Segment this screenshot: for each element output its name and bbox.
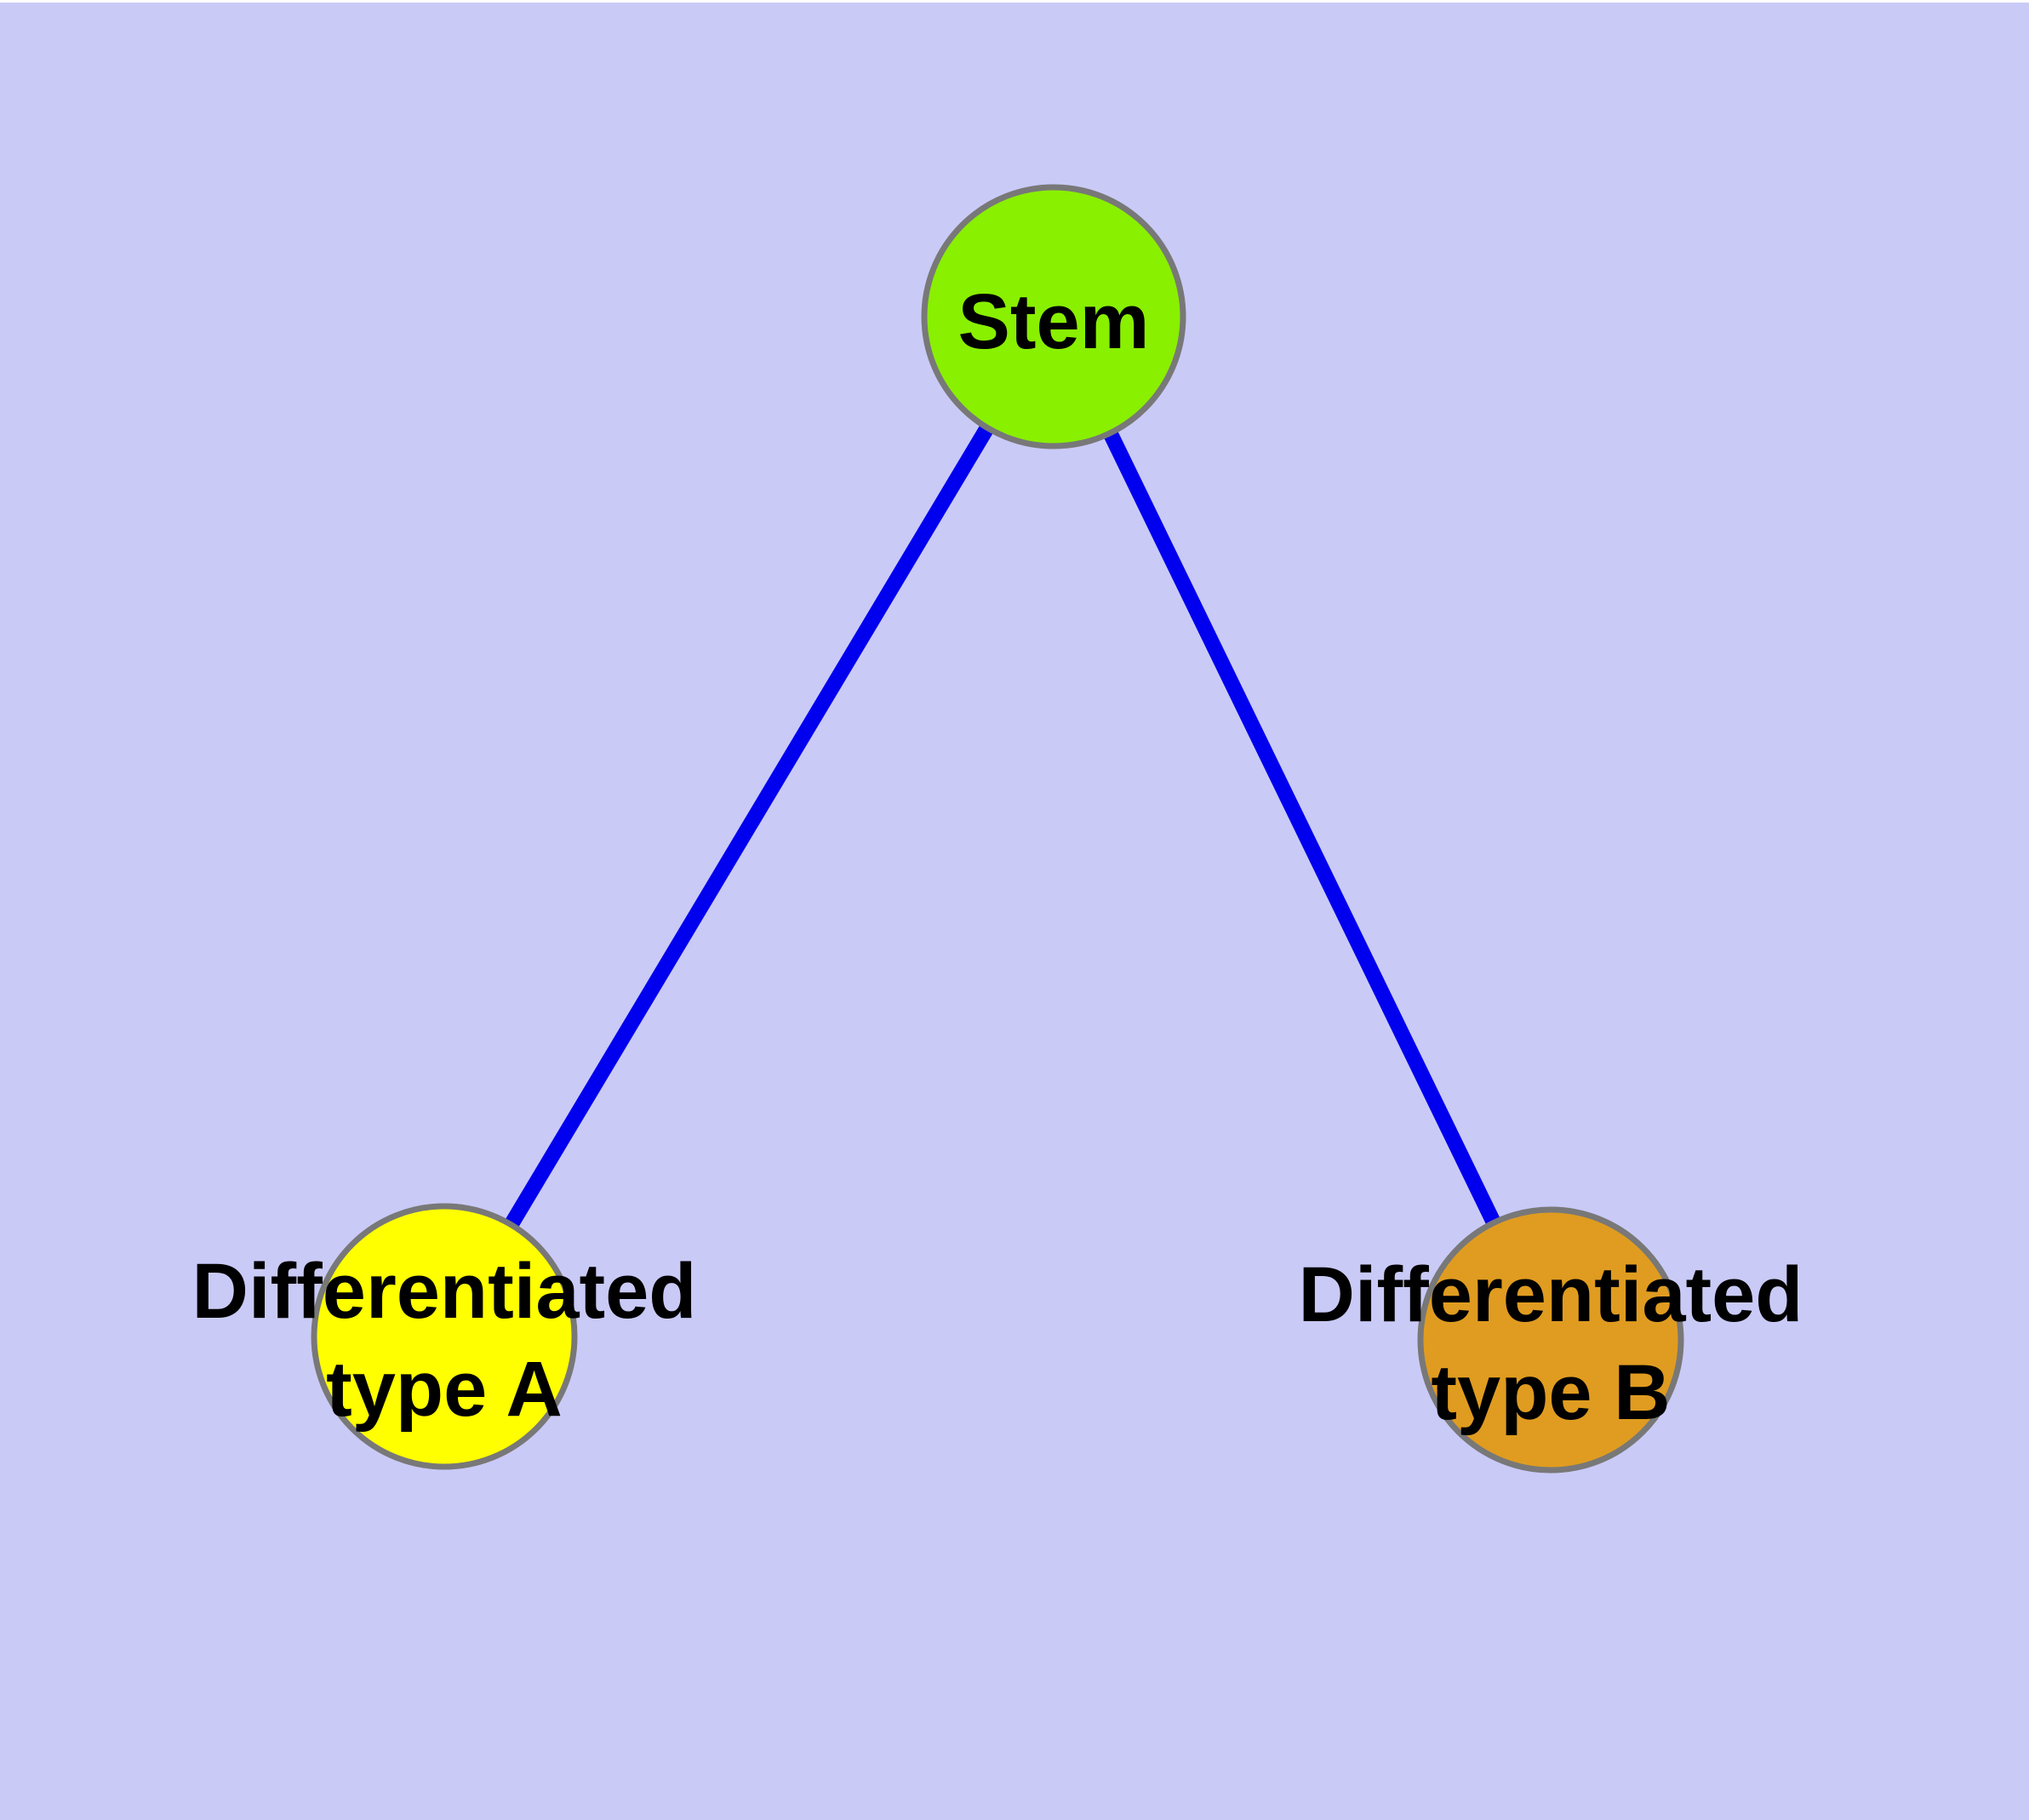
edge-stem-to-type-b	[1046, 313, 1558, 1343]
node-differentiated-type-b	[1417, 1206, 1684, 1474]
edge-stem-to-type-a	[437, 312, 1060, 1341]
node-type-a-label-line2: type A	[326, 1346, 563, 1433]
node-stem	[921, 184, 1186, 449]
node-type-a-label-line1: Differentiated	[192, 1248, 697, 1335]
top-margin	[0, 0, 2029, 3]
node-type-b-label-line2: type B	[1431, 1349, 1670, 1436]
node-stem-label: Stem	[958, 278, 1150, 365]
node-type-b-label-line1: Differentiated	[1299, 1251, 1803, 1338]
node-differentiated-type-a	[311, 1203, 578, 1470]
